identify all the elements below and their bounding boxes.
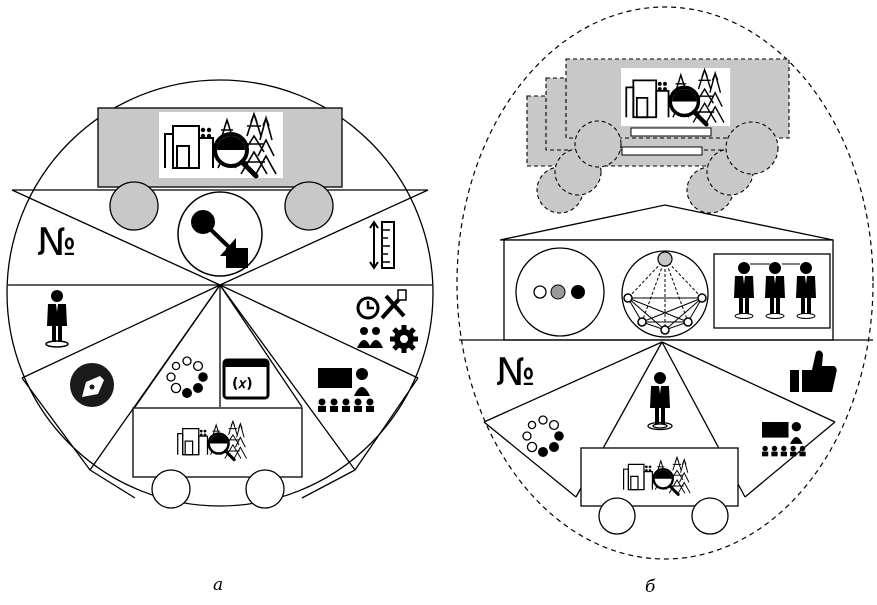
industrial-search-icon [620, 456, 694, 496]
cursor-move-icon [178, 192, 262, 276]
clock-icon [358, 298, 378, 318]
gear-icon [390, 325, 418, 353]
people-group-icon [714, 254, 830, 328]
traffic-dots-icon [516, 248, 604, 336]
network-icon [622, 251, 708, 337]
industrial-search-icon [174, 420, 251, 461]
pen-nib-icon [70, 363, 114, 407]
panel-a-label: а [213, 575, 223, 595]
industrial-search-icon [621, 68, 730, 126]
panel-a: № [7, 80, 433, 595]
industrial-search-icon [159, 112, 283, 178]
ruler-icon [370, 222, 394, 268]
panel-b: № б [457, 7, 873, 597]
truck-stripe [631, 128, 711, 136]
number-sign: № [37, 220, 77, 264]
variable-window-icon: (𝑥) [224, 360, 268, 398]
truck-stripe [622, 147, 702, 155]
panel-b-label: б [645, 577, 656, 597]
variable-symbol: (𝑥) [232, 376, 253, 392]
number-sign: № [496, 350, 536, 394]
